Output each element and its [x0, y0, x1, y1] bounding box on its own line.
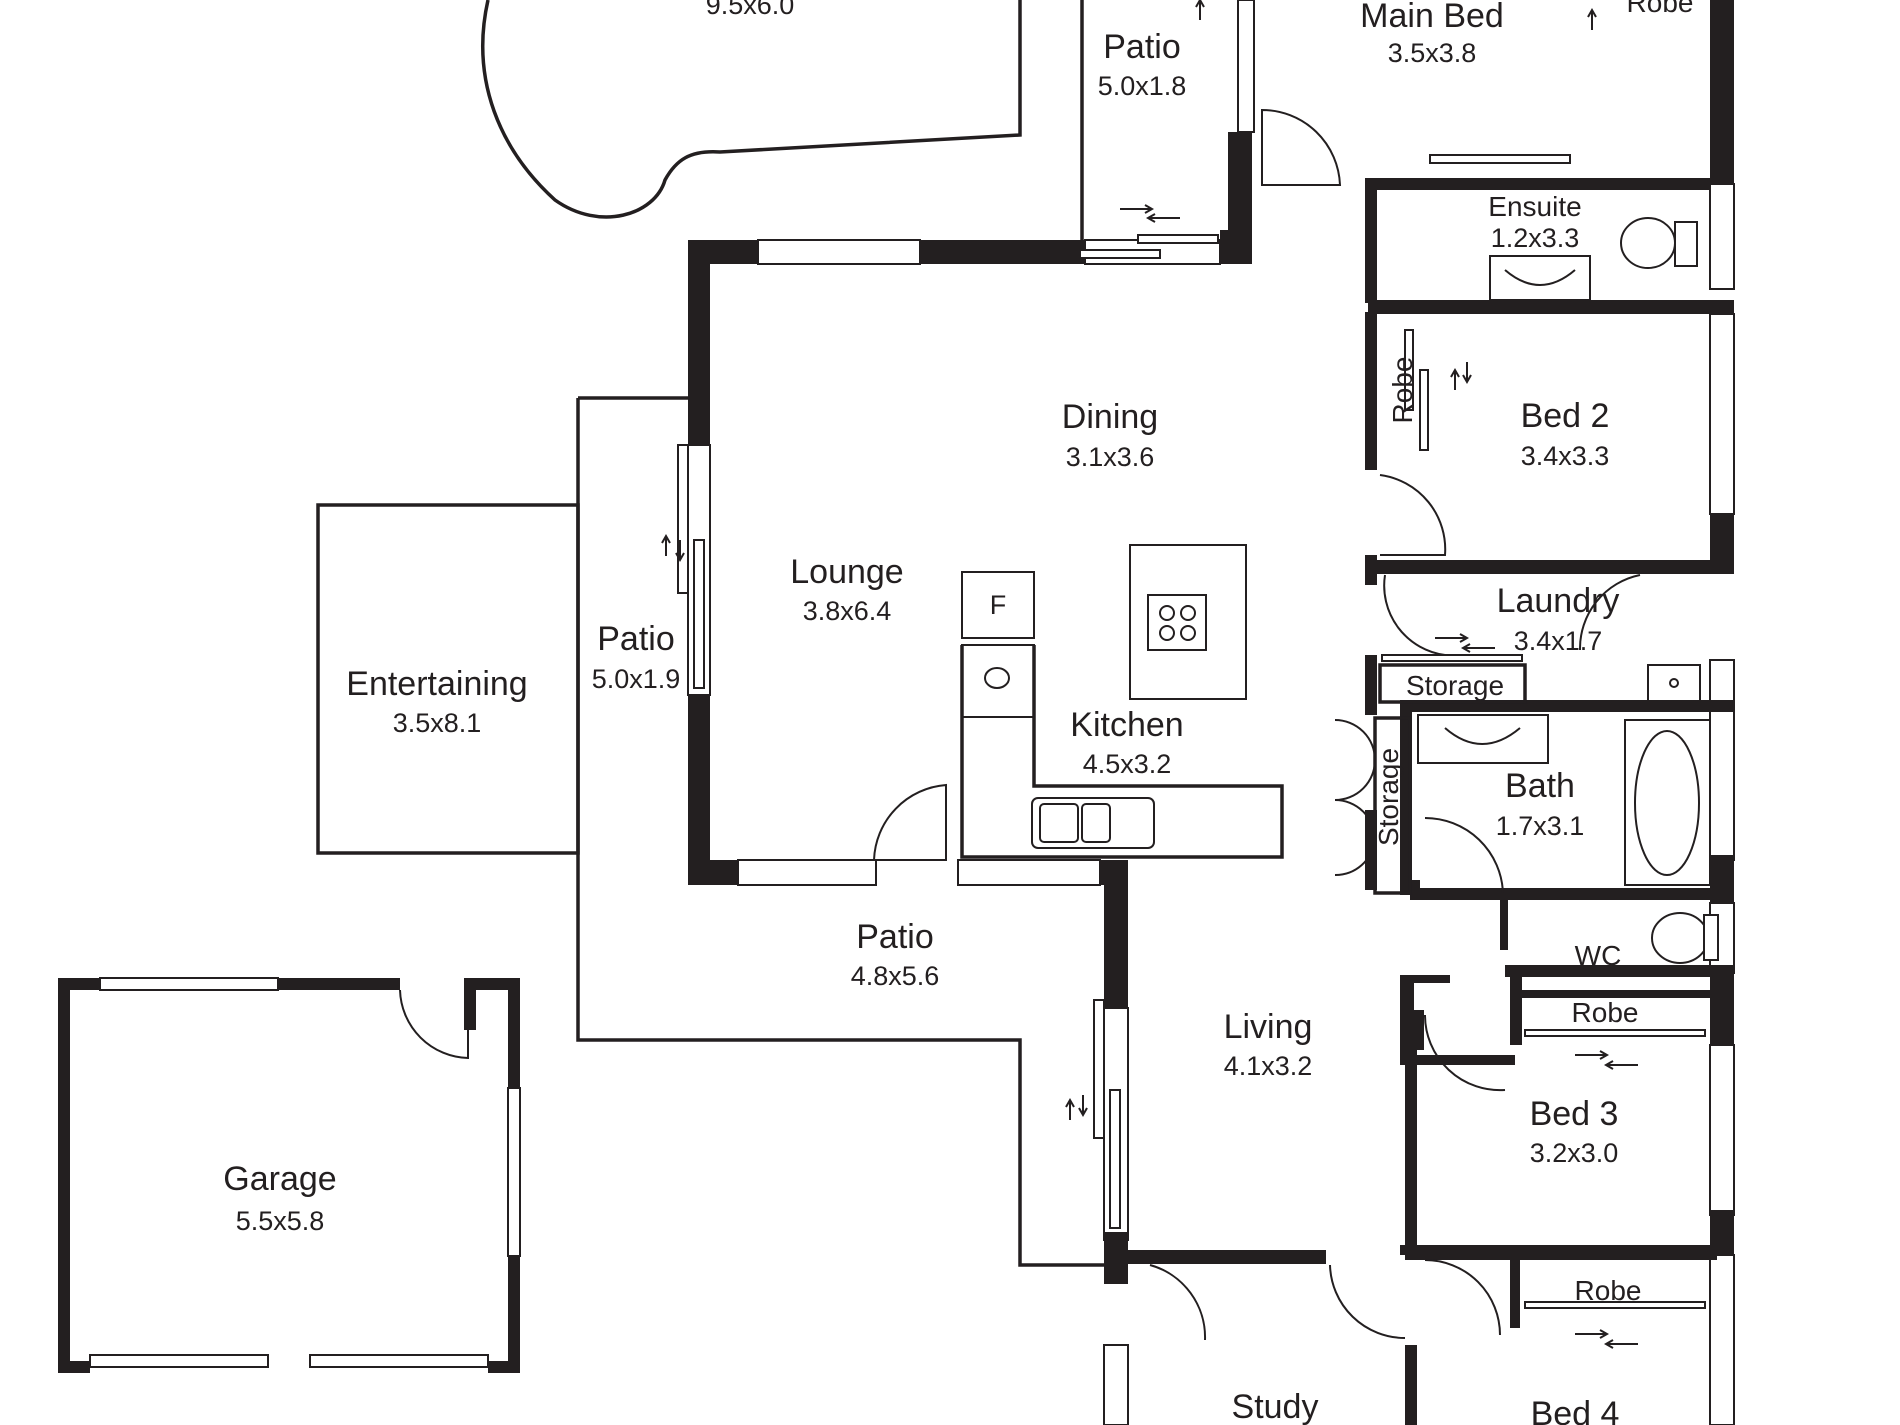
- kitchen-name: Kitchen: [1070, 706, 1183, 744]
- bed3-dims: 3.2x3.0: [1530, 1138, 1619, 1168]
- sliding-doors: [677, 154, 1706, 1309]
- main-bed-name: Main Bed: [1360, 0, 1504, 35]
- living-dims: 4.1x3.2: [1224, 1051, 1313, 1081]
- garage-name: Garage: [223, 1160, 336, 1198]
- patio-top-dims: 5.0x1.8: [1098, 71, 1187, 101]
- patio-bottom-name: Patio: [856, 918, 934, 956]
- entertaining-dims: 3.5x8.1: [393, 708, 482, 738]
- bath-dims: 1.7x3.1: [1496, 811, 1585, 841]
- patio-left-name: Patio: [597, 620, 675, 658]
- storage-hall-box: [1373, 716, 1412, 895]
- dining-name: Dining: [1062, 398, 1158, 436]
- wc-name: WC: [1575, 940, 1622, 971]
- ensuite-dims: 1.2x3.3: [1491, 223, 1580, 253]
- robe-top-name: Robe: [1627, 0, 1694, 18]
- outdoor-patio-outline: [576, 396, 1110, 1267]
- door-swings: [872, 108, 1641, 1341]
- storage-laundry-name: Storage: [1406, 670, 1504, 701]
- patio-left-dims: 5.0x1.9: [592, 664, 681, 694]
- patio-bottom-dims: 4.8x5.6: [851, 961, 940, 991]
- slide-direction-arrows: [661, 0, 1638, 1349]
- wet-area-fixtures: [1417, 217, 1719, 964]
- laundry-dims: 3.4x1.7: [1514, 626, 1603, 656]
- pool-outline: [481, 0, 1022, 219]
- robe-bed2-name: Robe: [1387, 357, 1418, 424]
- lounge-name: Lounge: [790, 553, 903, 591]
- main-bed-dims: 3.5x3.8: [1388, 38, 1477, 68]
- bed4-name: Bed 4: [1531, 1395, 1620, 1425]
- living-name: Living: [1224, 1008, 1313, 1046]
- patio-top-name: Patio: [1103, 28, 1181, 66]
- bed3-name: Bed 3: [1530, 1095, 1619, 1133]
- pool-dims: 9.5x6.0: [706, 0, 795, 20]
- fridge-label: F: [990, 590, 1007, 620]
- laundry-name: Laundry: [1497, 582, 1620, 620]
- bed2-name: Bed 2: [1521, 397, 1610, 435]
- bed2-dims: 3.4x3.3: [1521, 441, 1610, 471]
- bath-name: Bath: [1505, 767, 1575, 805]
- storage-hall-doors: [1334, 719, 1376, 877]
- garage-door-swing: [399, 989, 469, 1060]
- storage-hall-name: Storage: [1373, 748, 1404, 846]
- garage-dims: 5.5x5.8: [236, 1206, 325, 1236]
- entertaining-name: Entertaining: [346, 665, 527, 703]
- study-name: Study: [1232, 1388, 1319, 1425]
- robe-bed3-name: Robe: [1572, 997, 1639, 1028]
- kitchen-dims: 4.5x3.2: [1083, 749, 1172, 779]
- robe-bed4-name: Robe: [1575, 1275, 1642, 1306]
- garage-walls: [58, 977, 521, 1373]
- ensuite-name: Ensuite: [1488, 191, 1581, 222]
- lounge-dims: 3.8x6.4: [803, 596, 892, 626]
- dining-dims: 3.1x3.6: [1066, 442, 1155, 472]
- storage-laundry-box: [1378, 663, 1527, 704]
- kitchen-fixtures: [960, 544, 1284, 859]
